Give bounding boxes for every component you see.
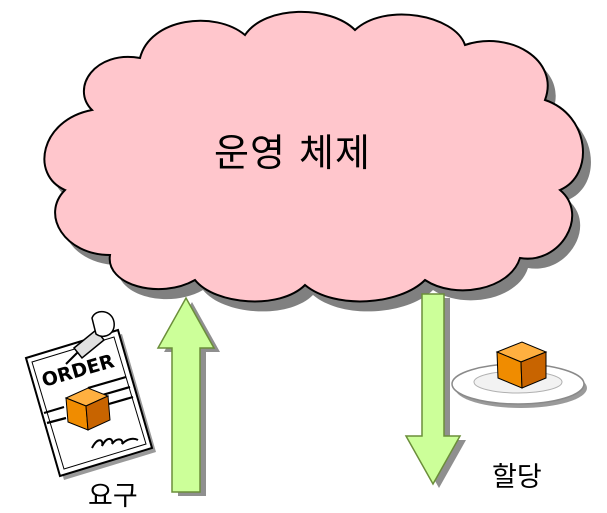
order-document-icon: ORDER [24, 310, 156, 480]
request-arrow [156, 296, 216, 493]
allocation-label: 할당 [492, 462, 542, 493]
cloud-label: 운영 체제 [214, 131, 371, 175]
operating-system-cloud [43, 10, 584, 303]
pushpin-icon [65, 310, 115, 365]
request-label: 요구 [88, 481, 138, 512]
allocation-arrow [404, 293, 462, 486]
signature-icon [91, 437, 139, 449]
box-on-plate-icon [451, 341, 587, 408]
order-box-icon [64, 387, 111, 431]
